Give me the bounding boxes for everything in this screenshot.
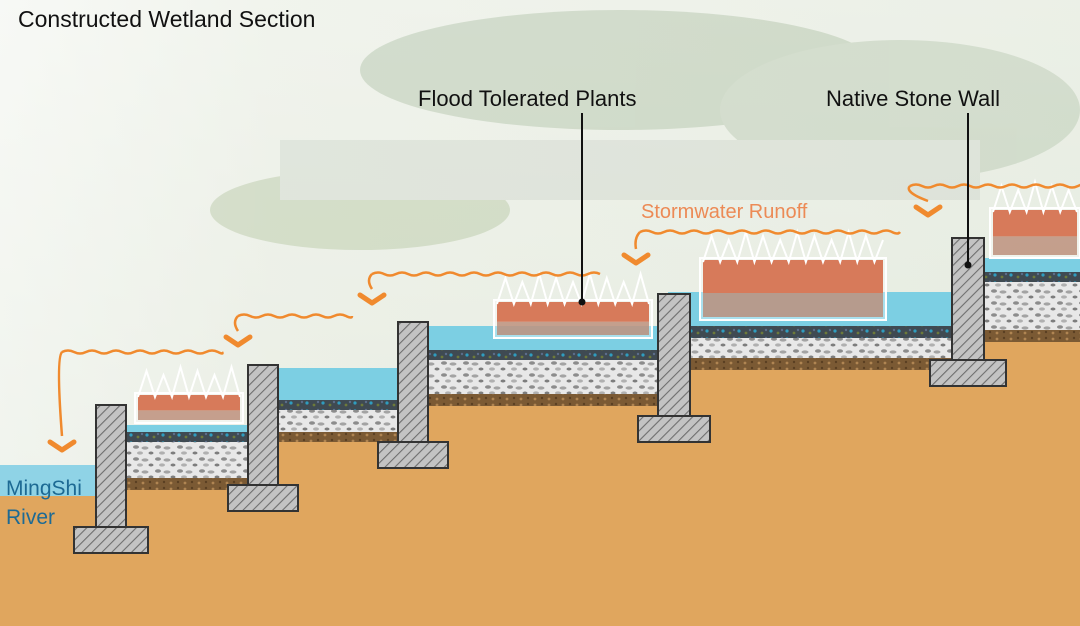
wall-footing	[637, 415, 711, 443]
river-water	[0, 465, 100, 496]
planter-4	[989, 178, 1080, 259]
wall-footing	[73, 526, 149, 554]
downward-chevron-arrow-icon	[47, 439, 77, 453]
downward-chevron-arrow-icon	[357, 292, 387, 306]
retaining-wall-1	[73, 404, 149, 554]
diagram-title: Constructed Wetland Section	[18, 6, 315, 32]
wavy-runoff-line-icon	[634, 229, 902, 250]
wavy-runoff-line-icon	[367, 271, 601, 290]
plant-roots	[703, 293, 883, 317]
wavy-runoff-line-icon	[57, 349, 224, 437]
retaining-wall-3	[377, 321, 449, 469]
downward-chevron-arrow-icon	[913, 204, 943, 218]
grass-tuft-icon	[702, 228, 884, 266]
plant-roots	[993, 236, 1077, 255]
downward-chevron-arrow-icon	[223, 334, 253, 348]
plant-roots	[138, 410, 240, 420]
plant-mass	[993, 210, 1077, 237]
stormwater-runoff-path	[47, 183, 1080, 453]
wall-leader-dot	[964, 261, 972, 269]
wall-stem	[95, 404, 127, 528]
grass-tuft-icon	[137, 363, 241, 401]
wall-label: Native Stone Wall	[826, 86, 1000, 111]
terrace-1-layers	[100, 425, 248, 490]
wall-stem	[657, 293, 691, 417]
retaining-wall-4	[637, 293, 711, 443]
river-label-line-2: River	[6, 506, 55, 529]
plant-roots	[497, 321, 649, 335]
wall-stem	[397, 321, 429, 443]
wall-stem	[247, 364, 279, 486]
grass-tuft-icon	[992, 178, 1078, 216]
wall-footing	[227, 484, 299, 512]
planter-3	[699, 228, 887, 321]
plant-mass	[703, 260, 883, 293]
plant-mass	[497, 302, 649, 322]
runoff-segment-4	[223, 313, 354, 348]
wavy-runoff-line-icon	[907, 183, 1080, 203]
plant-mass	[138, 395, 240, 411]
wall-footing	[377, 441, 449, 469]
runoff-segment-5	[47, 349, 224, 453]
grass-tuft-icon	[496, 270, 650, 308]
planter-1	[134, 363, 244, 424]
wall-footing	[929, 359, 1007, 387]
runoff-label: Stormwater Runoff	[641, 201, 808, 223]
runoff-segment-1	[907, 183, 1080, 218]
plants-label: Flood Tolerated Plants	[418, 86, 637, 111]
terrace-5-layers	[982, 258, 1080, 342]
wavy-runoff-line-icon	[233, 313, 354, 332]
downward-chevron-arrow-icon	[621, 252, 651, 266]
river-label-line-1: MingShi	[6, 477, 82, 500]
runoff-segment-2	[621, 229, 902, 266]
background-vegetation	[210, 10, 1080, 250]
soil-mass	[0, 342, 1080, 626]
planter-2	[493, 270, 653, 339]
plants-leader-dot	[578, 298, 586, 306]
retaining-wall-2	[227, 364, 299, 512]
planter-group	[134, 178, 1080, 424]
runoff-segment-3	[357, 271, 601, 306]
